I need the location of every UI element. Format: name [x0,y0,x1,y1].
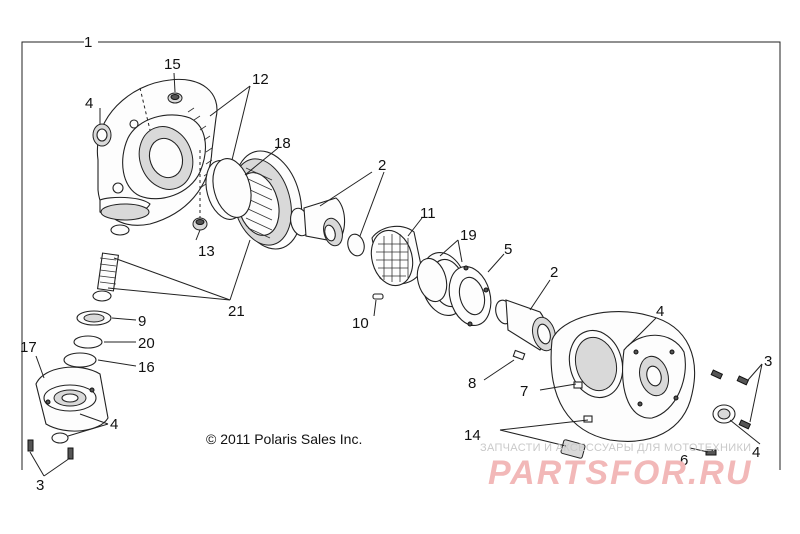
pinion-housing [35,366,109,432]
callout-10: 10 [352,315,369,332]
bearing-set-lower [495,299,557,352]
callout-9: 9 [138,313,146,330]
oring-16 [63,352,97,368]
callout-18: 18 [274,135,291,152]
clutch-plate [448,265,492,327]
callout-3a: 3 [764,353,772,370]
plug-13 [192,217,208,231]
leader-lines [29,72,763,477]
callout-15: 15 [164,56,181,73]
watermark: ЗАПЧАСТИ И АКСЕССУАРЫ ДЛЯ МОТОТЕХНИКИ PA… [480,442,752,492]
copyright-notice: © 2011 Polaris Sales Inc. [206,431,362,447]
roll-cage [370,225,423,287]
callout-19: 19 [460,227,477,244]
seal-9 [76,310,112,326]
callout-12: 12 [252,71,269,88]
callout-labels: 1 15 12 4 18 2 11 19 5 13 2 21 4 9 10 20… [20,34,772,494]
bolts-3-right [710,369,752,430]
callout-4c: 4 [110,416,118,433]
cover-housing [550,311,696,442]
callout-4b: 4 [656,303,664,320]
callout-16: 16 [138,359,155,376]
callout-21: 21 [228,303,245,320]
pin-10 [372,293,384,300]
callout-13: 13 [198,243,215,260]
callout-2a: 2 [378,157,386,174]
assembly-frame [21,41,781,470]
main-gearcase-housing [92,78,218,236]
shim-14 [560,439,586,459]
dowel-7 [573,381,593,423]
callout-2b: 2 [550,264,558,281]
callout-5: 5 [504,241,512,258]
bolt-6 [705,449,717,456]
plug-15 [167,92,183,104]
bearing-set-upper [290,197,365,257]
callout-17: 17 [20,339,37,356]
callout-4d: 4 [752,444,760,461]
roller-race [205,158,252,220]
watermark-brand: PARTSFOR.RU [488,454,752,492]
callout-8: 8 [468,375,476,392]
seal-4-lower [51,432,69,444]
callout-20: 20 [138,335,155,352]
bolts-3-lower [27,439,74,460]
callout-4a: 4 [85,95,93,112]
callout-7: 7 [520,383,528,400]
callout-6: 6 [680,452,688,469]
seal-4-right [712,404,736,424]
callout-1: 1 [84,34,92,51]
callout-11: 11 [420,205,436,222]
oring-20 [73,335,103,349]
callout-3b: 3 [36,477,44,494]
key-8 [512,349,526,361]
callout-14: 14 [464,427,481,444]
watermark-tagline: ЗАПЧАСТИ И АКСЕССУАРЫ ДЛЯ МОТОТЕХНИКИ [480,442,751,454]
pinion-shaft [92,252,120,302]
